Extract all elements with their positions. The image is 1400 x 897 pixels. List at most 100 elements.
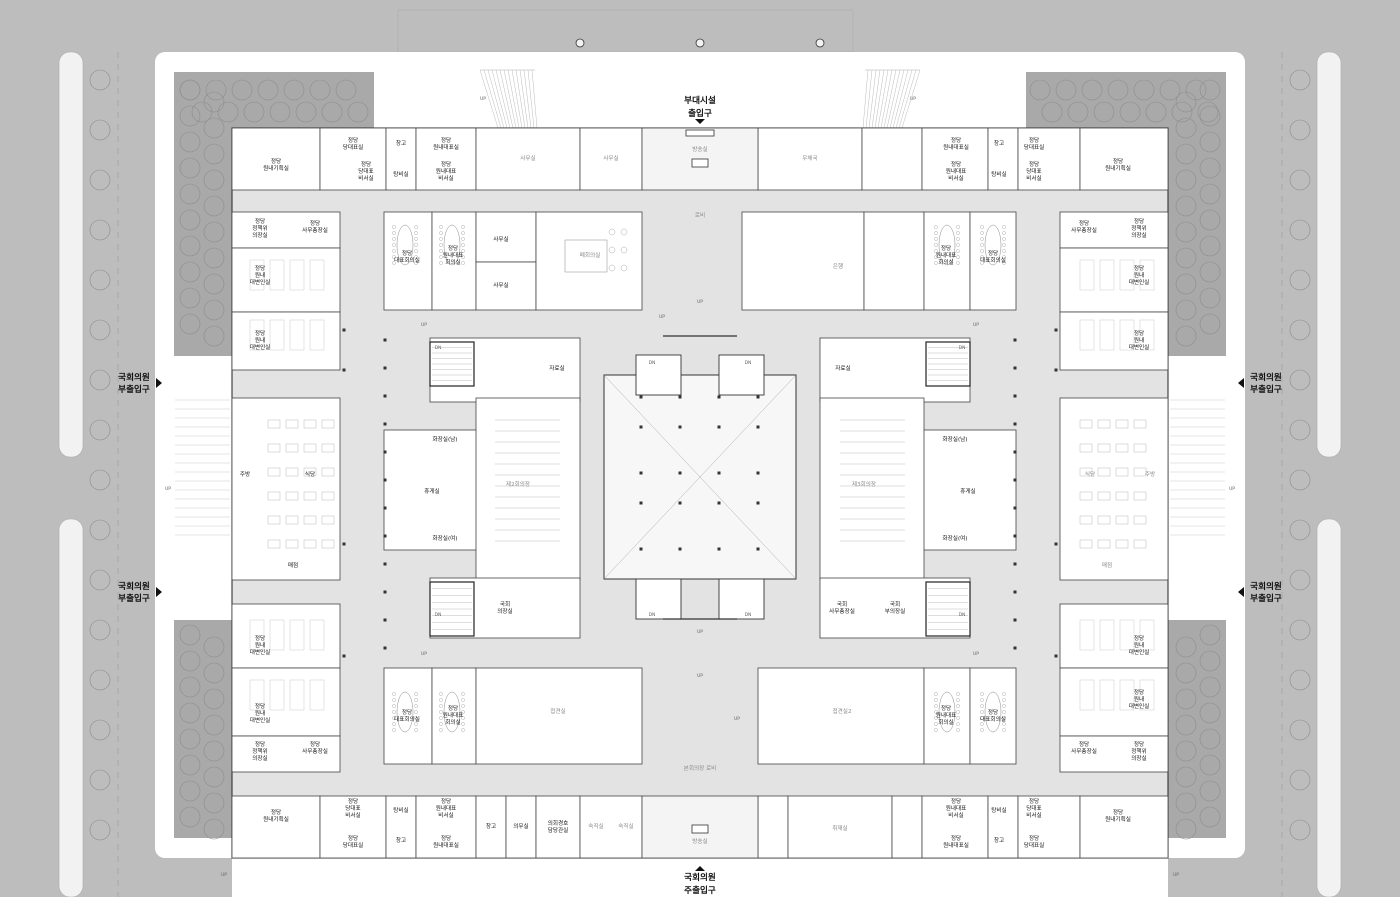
tree-icon <box>179 313 201 335</box>
tree-icon <box>203 325 225 347</box>
tree-icon <box>179 702 201 724</box>
room-label: 원내기획실 <box>263 815 289 823</box>
tree-icon <box>1289 269 1311 291</box>
room <box>757 795 789 859</box>
room <box>757 667 925 765</box>
tree-icon <box>203 195 225 217</box>
room-label: 정책위 <box>252 224 267 232</box>
room-label: 정당 <box>441 798 451 805</box>
room-label: 정당 <box>1134 265 1144 272</box>
tree-icon <box>1289 719 1311 741</box>
stair-up-label: UP <box>165 486 171 492</box>
room-label: 정당 <box>988 709 998 716</box>
tree-icon <box>1175 169 1197 191</box>
room <box>415 127 477 191</box>
room-label: 자료실 <box>835 364 850 372</box>
room-label: 식당 <box>305 470 315 478</box>
stair-up-label: UP <box>973 322 979 328</box>
room-label: 의장실 <box>1131 231 1146 239</box>
tree-icon <box>1093 101 1115 123</box>
tree-icon <box>1175 273 1197 295</box>
tree-icon <box>1175 247 1197 269</box>
room <box>1059 247 1169 313</box>
room <box>415 795 477 859</box>
room-label: 원내기획실 <box>263 164 289 172</box>
tree-icon <box>1175 636 1197 658</box>
tree-icon <box>179 754 201 776</box>
tree-icon <box>179 780 201 802</box>
room <box>1059 211 1169 249</box>
stair-down-label: DN <box>745 360 752 366</box>
stair-up-label: UP <box>973 651 979 657</box>
tree-icon <box>217 101 239 123</box>
room-label: 휴게실 <box>424 487 439 495</box>
tree-icon <box>1199 261 1221 283</box>
tree-icon <box>1199 780 1221 802</box>
room <box>923 667 971 765</box>
room-label: 대변인실 <box>250 648 271 656</box>
room <box>921 127 989 191</box>
room-label: 정당 <box>951 161 961 168</box>
tree-icon <box>179 79 201 101</box>
room <box>475 127 581 191</box>
stair-up-label: UP <box>421 322 427 328</box>
tree-icon <box>1199 624 1221 646</box>
room-label: 정당 <box>361 161 371 168</box>
side-entrance-label-left: 부출입구 <box>118 592 150 604</box>
room <box>231 795 321 859</box>
room-label: 비서실 <box>948 811 963 819</box>
tree-icon <box>1199 702 1221 724</box>
room-label: 정당 <box>441 835 451 842</box>
room-label: 정당 <box>448 705 458 712</box>
tree-icon <box>179 157 201 179</box>
room-label: 정당 <box>255 330 265 337</box>
room-label: 당대표실 <box>1024 143 1045 151</box>
tree-icon <box>179 131 201 153</box>
side-entrance-label-right: 부출입구 <box>1250 383 1282 395</box>
room-label: 정당 <box>1134 741 1144 748</box>
stair-up-label: UP <box>697 629 703 635</box>
room-label: 접견실 <box>550 707 565 715</box>
room-label: 은행 <box>833 262 843 270</box>
stair-down-label: DN <box>649 360 656 366</box>
tree-icon <box>1041 101 1063 123</box>
room-label: 회의실 <box>445 258 460 266</box>
room <box>231 211 341 249</box>
stair-up-label: UP <box>697 673 703 679</box>
top-entrance-label: 출입구 <box>688 107 712 119</box>
tree-icon <box>191 101 213 123</box>
tree-icon <box>1175 792 1197 814</box>
room-label: 정당 <box>348 835 358 842</box>
tree-icon <box>89 319 111 341</box>
room-label: 대변인실 <box>1129 702 1150 710</box>
tree-icon <box>1175 688 1197 710</box>
room-label: 사무실 <box>603 154 618 162</box>
room-label: 정당 <box>951 798 961 805</box>
main-entrance-label: 국회의원 <box>684 871 716 883</box>
tree-icon <box>203 792 225 814</box>
room-label: 정당 <box>1134 689 1144 696</box>
tree-icon <box>1175 143 1197 165</box>
room <box>319 795 387 859</box>
room-label: 대표회의실 <box>394 256 420 264</box>
room-label: 정당 <box>348 137 358 144</box>
room-label: 의장실 <box>252 754 267 762</box>
room-label: 식당 <box>1085 470 1095 478</box>
room-label: 매점 <box>288 561 298 569</box>
room-label: 주방 <box>1145 470 1155 478</box>
tree-icon <box>1107 79 1129 101</box>
stair-down-label: DN <box>745 612 752 618</box>
tree-icon <box>1133 79 1155 101</box>
room-label: 비서실 <box>948 174 963 182</box>
tree-icon <box>1289 669 1311 691</box>
tree-icon <box>1199 157 1221 179</box>
room-label: 정당 <box>271 809 281 816</box>
room-label: 당대표 <box>1026 804 1041 812</box>
room-label: 정당 <box>988 250 998 257</box>
stair-up-label: UP <box>1173 872 1179 878</box>
tree-icon <box>1199 105 1221 127</box>
room <box>535 795 581 859</box>
tree-icon <box>1145 101 1167 123</box>
tree-icon <box>203 688 225 710</box>
room <box>987 795 1019 859</box>
